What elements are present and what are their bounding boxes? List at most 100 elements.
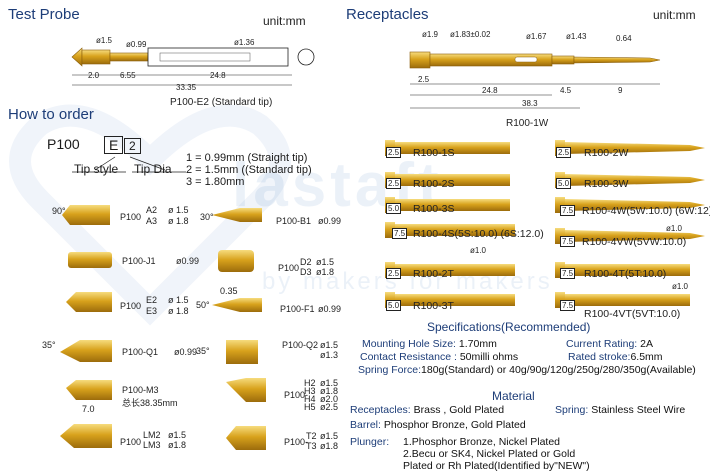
rc-dim-10: 38.3 <box>522 99 538 108</box>
spec-current-label: Current Rating: <box>566 338 638 350</box>
spec-contact-value: 50milli ohms <box>459 351 519 363</box>
tip-q2-dia-1: ø1.5 <box>320 340 339 350</box>
tip-d-sub-2: D3 <box>300 267 312 277</box>
tip-d-sub-1: D2 <box>300 257 312 267</box>
rr-dim-1: 2.5 <box>556 147 572 158</box>
mat-barrel-label: Barrel: <box>350 419 381 431</box>
receptacle-3s-label: R100-3S <box>413 203 455 215</box>
watermark-heart <box>9 104 291 326</box>
rl-2t-dia: ø1.0 <box>470 246 487 255</box>
receptacle-drawing <box>409 51 661 109</box>
tip-lm-sub-2: LM3 <box>143 440 161 450</box>
tip-a-dia-1: ø 1.5 <box>168 205 189 215</box>
tip-t-sub-2: T3 <box>306 441 317 451</box>
tip-e-sub-2: E3 <box>146 306 158 316</box>
rc-dim-9: 9 <box>618 86 623 95</box>
tip-e-sub-1: E2 <box>146 295 158 305</box>
rr-dim-2: 5.0 <box>556 178 572 189</box>
rc-dim-4: ø1.43 <box>566 32 587 41</box>
tip-a-dia-2: ø 1.8 <box>168 216 189 226</box>
tip-q2-icon <box>226 340 258 364</box>
tip-a-icon <box>62 205 110 225</box>
tip-t-icon <box>226 426 266 450</box>
rc-dim-1: ø1.9 <box>422 30 439 39</box>
tip-lm-dia-1: ø1.5 <box>168 430 187 440</box>
spec-force-label: Spring Force: <box>358 364 422 376</box>
tip-h-name: P100- <box>284 390 309 400</box>
tp-dim-6: 24.8 <box>210 71 226 80</box>
spec-stroke: Rated stroke:6.5mm <box>568 351 663 363</box>
tip-t-name: P100- <box>284 437 309 447</box>
tip-h-dia-4: ø2.5 <box>320 402 339 412</box>
tip-t-dia-1: ø1.5 <box>320 431 339 441</box>
tip-h-sub-4: H5 <box>304 402 316 412</box>
tip-j1-icon <box>68 252 112 268</box>
tip-q1-angle: 35° <box>42 340 56 350</box>
rc-dim-3: ø1.67 <box>526 32 547 41</box>
spec-contact: Contact Resistance : 50milli ohms <box>360 351 518 363</box>
rr-dim-5: 7.5 <box>560 268 576 279</box>
rl-dim-1: 2.5 <box>386 147 402 158</box>
spec-contact-label: Contact Resistance : <box>360 351 457 363</box>
rr-4vw-dia: ø1.0 <box>666 224 683 233</box>
tip-t-sub-1: T2 <box>306 431 317 441</box>
tip-b1-icon <box>212 208 262 222</box>
mat-spring-label: Spring: <box>555 404 589 416</box>
receptacle-4w-label: R100-4W(5W:10.0) (6W:12) <box>582 205 710 217</box>
tp-dim-1: ø1.5 <box>96 36 113 45</box>
tip-q1-name: P100-Q1 <box>122 347 159 357</box>
tip-h-sub-3: H4 <box>304 394 316 404</box>
test-probe-caption: P100-E2 (Standard tip) <box>170 97 273 108</box>
tip-b1-name: P100-B1 <box>276 216 312 226</box>
rr-dim-4: 7.5 <box>560 236 576 247</box>
test-probe-drawing <box>71 47 315 86</box>
how-to-order-title: How to order <box>8 106 94 123</box>
receptacle-4vw-label: R100-4VW(5VW:10.0) <box>582 236 687 248</box>
receptacle-2s-label: R100-2S <box>413 178 455 190</box>
receptacles-title: Receptacles <box>346 6 429 23</box>
tip-h-sub-2: H3 <box>304 386 316 396</box>
receptacle-4s-label: R100-4S(5S:10.0) (6S:12.0) <box>413 228 544 240</box>
order-option-1: 1 = 0.99mm (Straight tip) <box>186 152 308 164</box>
rl-dim-6: 5.0 <box>386 300 402 311</box>
tip-lm-dia-2: ø1.8 <box>168 440 187 450</box>
receptacle-4vt-label: R100-4VT(5VT:10.0) <box>584 308 681 320</box>
mat-receptacles: Receptacles: Brass , Gold Plated <box>350 404 504 416</box>
mat-plunger-label: Plunger: <box>350 436 390 448</box>
tip-t-dia-2: ø1.8 <box>320 441 339 451</box>
tip-h-dia-1: ø1.5 <box>320 378 339 388</box>
tip-q1-dia: ø0.99 <box>174 347 198 357</box>
tip-d-icon <box>218 250 254 272</box>
specs-title: Specifications(Recommended) <box>427 320 591 334</box>
spec-stroke-value: 6.5mm <box>630 351 663 363</box>
rc-dim-6: 2.5 <box>418 75 430 84</box>
tip-e-dia-2: ø 1.8 <box>168 306 189 316</box>
spec-force-value: 180g(Standard) or 40g/90g/120g/250g/280/… <box>421 364 696 376</box>
tip-q2-angle: 35° <box>196 346 210 356</box>
mat-receptacles-label: Receptacles: <box>350 404 411 416</box>
rl-dim-4: 7.5 <box>392 228 408 239</box>
tip-m3-name: P100-M3 <box>122 385 159 395</box>
rl-dim-2: 2.5 <box>386 178 402 189</box>
tip-h-dia-2: ø1.8 <box>320 386 339 396</box>
tip-f1-name: P100-F1 <box>280 304 315 314</box>
receptacle-3t-label: R100-3T <box>413 300 454 312</box>
rr-dim-6: 7.5 <box>560 300 576 311</box>
tip-m3-icon <box>66 380 112 400</box>
tip-b1-dia: ø0.99 <box>318 216 342 226</box>
receptacle-4t-label: R100-4T(5T:10.0) <box>584 268 667 280</box>
mat-barrel: Barrel: Phosphor Bronze, Gold Plated <box>350 419 526 431</box>
order-code-tip: E <box>104 136 124 154</box>
tip-dia-label: Tip Dia <box>134 162 172 176</box>
rr-4vt-dia: ø1.0 <box>672 282 689 291</box>
spec-mounting-value: 1.70mm <box>458 338 497 350</box>
mat-plunger-line-3: Plated or Rh Plated(Identified by"NEW") <box>403 460 590 472</box>
tip-f1-angle: 50° <box>196 300 210 310</box>
spec-stroke-label: Rated stroke: <box>568 351 631 363</box>
receptacle-caption: R100-1W <box>506 118 549 129</box>
mat-spring: Spring: Stainless Steel Wire <box>555 404 685 416</box>
receptacle-2t-label: R100-2T <box>413 268 454 280</box>
rl-dim-3: 5.0 <box>386 203 402 214</box>
tip-a-sub-1: A2 <box>146 205 158 215</box>
tip-e-name: P100 <box>120 301 142 311</box>
